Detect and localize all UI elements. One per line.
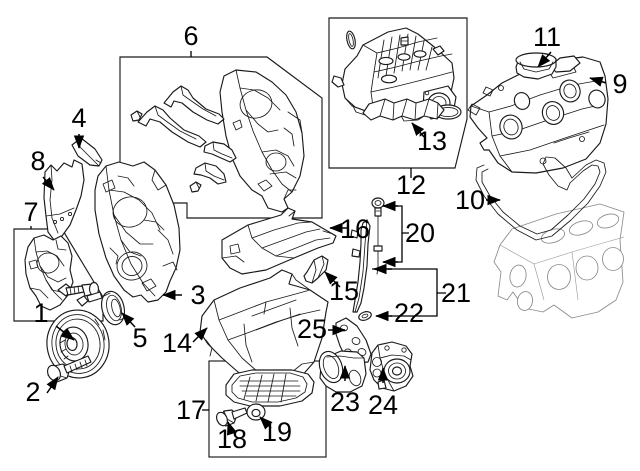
oil-pan-baffle [221,207,337,275]
oil-pan [199,269,329,387]
valve-cover-gasket [475,156,607,241]
dipstick-tube [350,219,371,313]
callout-25: 25 [297,314,327,344]
callout-23: 23 [330,387,360,417]
callout-10: 10 [455,185,485,215]
dipstick-tube-o-ring [358,311,372,321]
callout-22: 22 [394,298,424,328]
water-pump [24,234,103,311]
oil-filler-cap [515,52,557,80]
callout-21: 21 [441,278,471,308]
engine-block-reference [493,203,625,319]
callout-12: 12 [396,170,426,200]
callout-labels: 1 2 3 4 5 6 7 8 9 10 11 12 13 14 15 16 1… [23,21,627,454]
callout-8: 8 [30,146,45,176]
callout-14: 14 [162,328,192,358]
callout-15: 15 [329,276,359,306]
leader-lines [41,51,607,436]
callout-4: 4 [71,103,86,133]
callout-5: 5 [132,323,147,353]
intake-manifold-gasket [362,98,445,121]
oil-pan-baffle-bolt [303,255,329,284]
callout-2: 2 [25,377,40,407]
callout-20: 20 [405,218,435,248]
callout-1: 1 [33,298,48,328]
callout-11: 11 [533,22,561,52]
callout-7: 7 [23,197,38,227]
callout-3: 3 [190,280,205,310]
callout-19: 19 [262,417,292,447]
timing-chain-cover [94,161,181,303]
callout-9: 9 [612,69,627,99]
callout-6: 6 [183,21,198,51]
valve-cover [467,55,609,174]
group-box-12 [328,17,468,178]
callout-13: 13 [417,126,447,156]
callout-16: 16 [340,214,370,244]
callout-24: 24 [368,390,398,420]
oil-drain-plug-gasket [246,403,266,421]
oil-drain-plug [216,407,248,427]
timing-chain-cover-kit [130,69,305,213]
oil-pan-gasket [225,369,315,407]
callout-17: 17 [176,395,206,425]
callout-18: 18 [217,424,247,454]
